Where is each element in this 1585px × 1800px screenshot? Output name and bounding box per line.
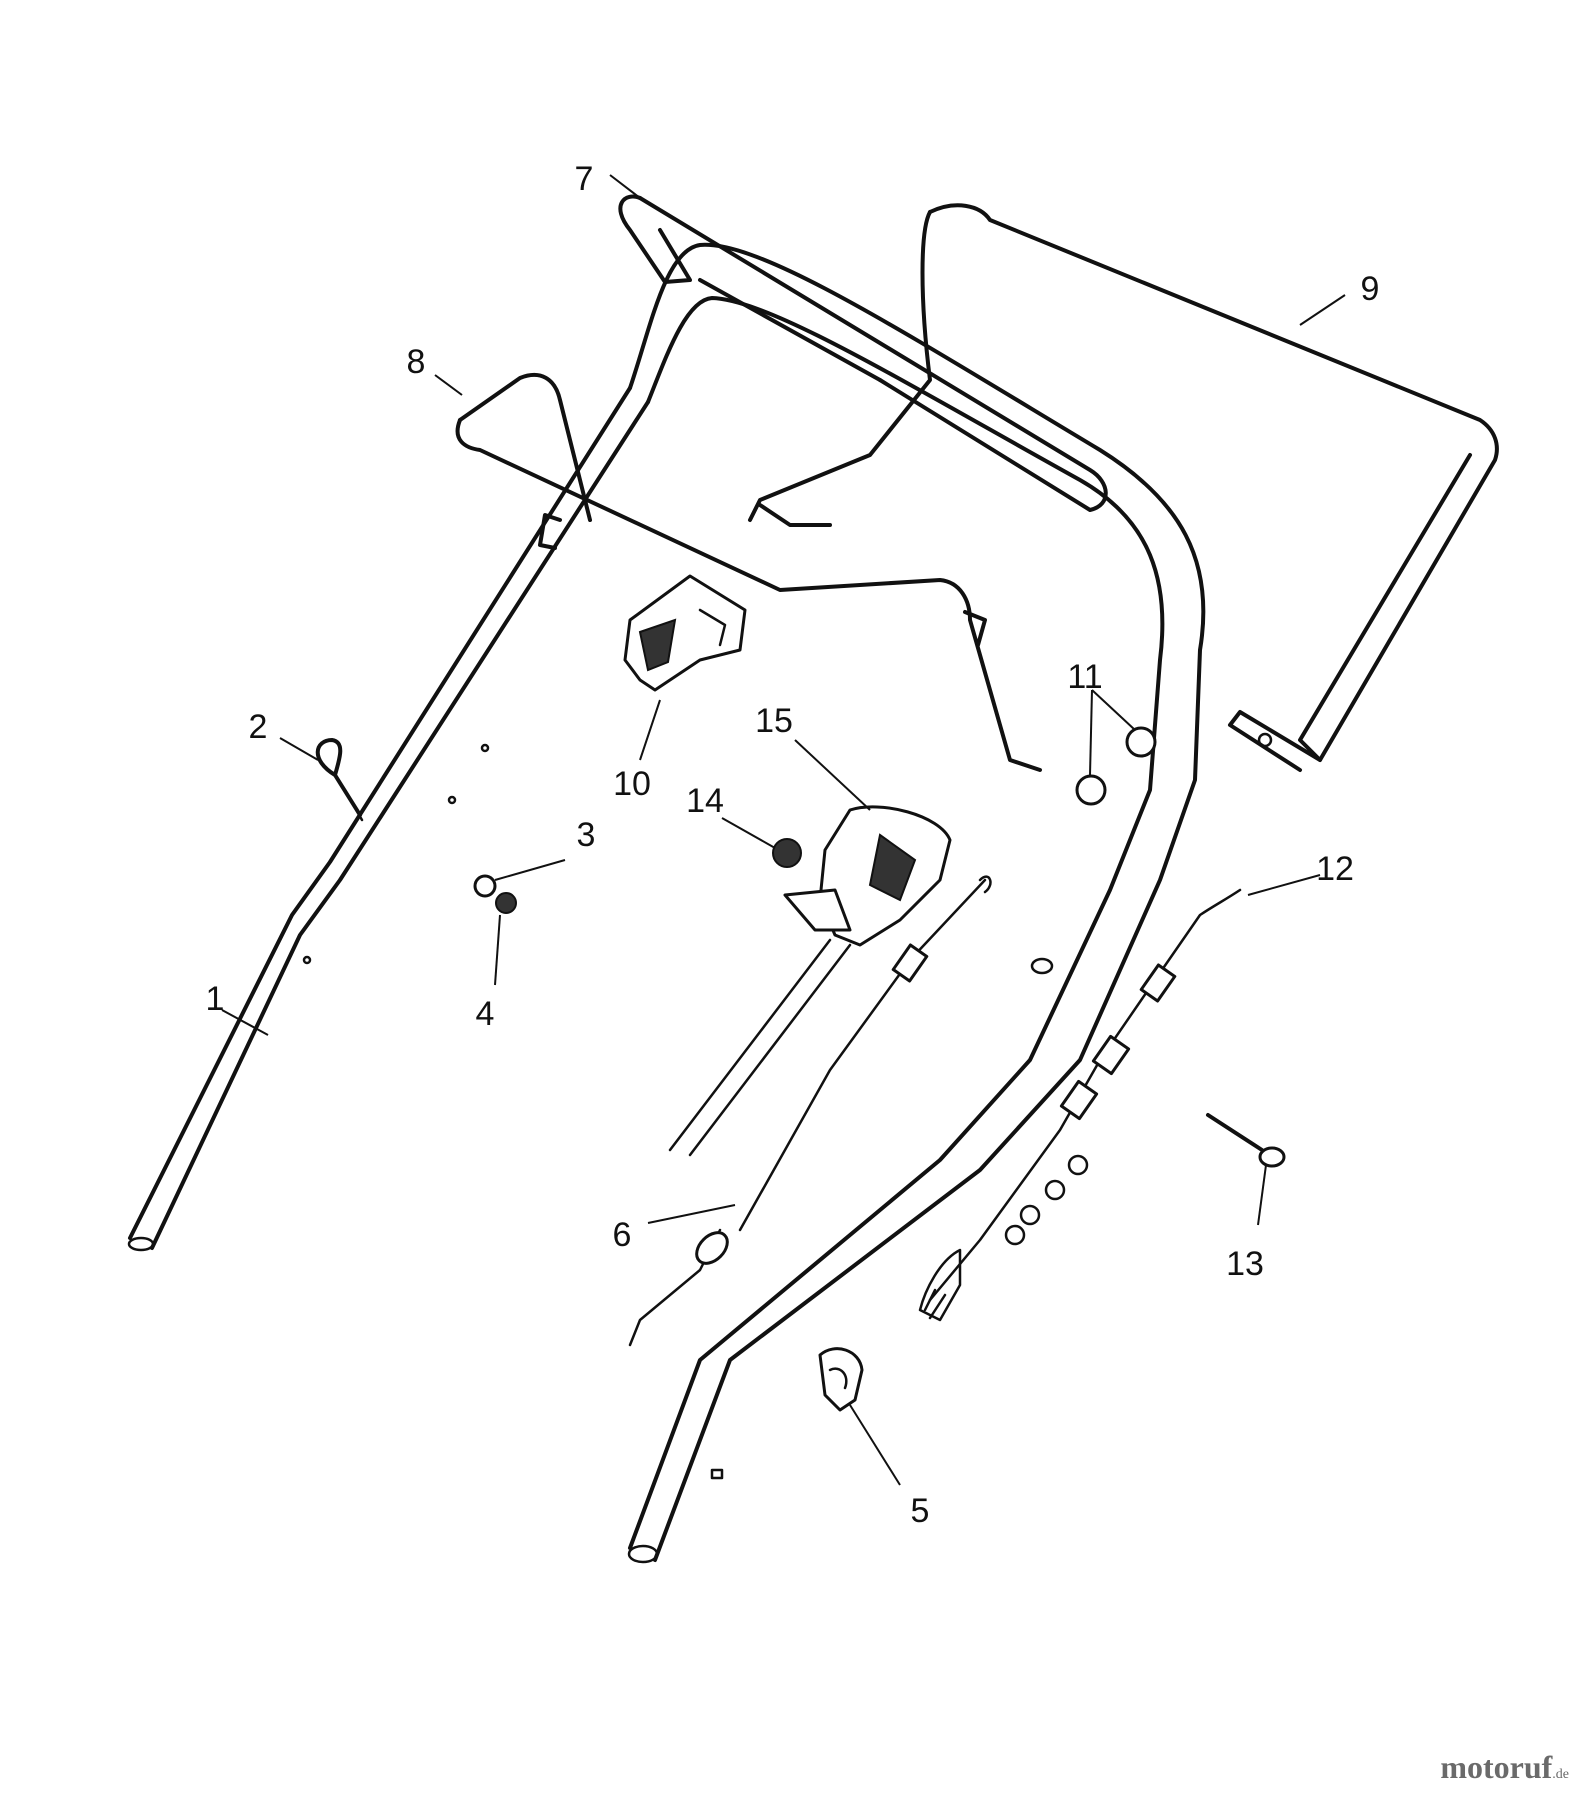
part-9-bail-bar bbox=[748, 203, 1499, 772]
part-11-spacers bbox=[1075, 726, 1157, 806]
callout-10: 10 bbox=[613, 765, 651, 803]
callout-9: 9 bbox=[1361, 270, 1380, 308]
part-4-nut bbox=[495, 892, 517, 914]
callout-12: 12 bbox=[1316, 850, 1354, 888]
callout-7: 7 bbox=[575, 160, 594, 198]
part-6-cable bbox=[628, 875, 992, 1347]
callout-2: 2 bbox=[249, 708, 268, 746]
washer-set bbox=[1004, 1154, 1089, 1246]
leader-lines bbox=[221, 174, 1346, 1486]
part-5-clip bbox=[818, 1347, 864, 1412]
callout-13: 13 bbox=[1226, 1245, 1264, 1283]
part-1-lower-handle bbox=[127, 386, 650, 1252]
part-10-cable-guide bbox=[623, 574, 747, 692]
part-2-hook-bolt bbox=[315, 738, 364, 822]
callout-5: 5 bbox=[911, 1492, 930, 1530]
callout-14: 14 bbox=[686, 782, 724, 820]
part-12-cable bbox=[918, 888, 1242, 1322]
part-15-control-lever bbox=[783, 805, 952, 947]
part-14-nut bbox=[772, 838, 802, 868]
callout-labels: 1 2 3 4 5 6 7 8 9 10 11 12 13 14 15 bbox=[206, 160, 1380, 1530]
callout-6: 6 bbox=[613, 1216, 632, 1254]
watermark-brand: motoruf bbox=[1440, 1749, 1553, 1785]
callout-4: 4 bbox=[476, 995, 495, 1033]
part-3-washer bbox=[473, 874, 497, 898]
callout-3: 3 bbox=[577, 816, 596, 854]
callout-1: 1 bbox=[206, 980, 225, 1018]
watermark: motoruf.de bbox=[1440, 1749, 1569, 1786]
callout-8: 8 bbox=[407, 343, 426, 381]
watermark-suffix: .de bbox=[1552, 1767, 1569, 1782]
part-13-bolt bbox=[1206, 1113, 1286, 1168]
callout-15: 15 bbox=[755, 702, 793, 740]
callout-11: 11 bbox=[1067, 658, 1102, 696]
part-7-upper-grip bbox=[618, 194, 1108, 512]
part-8-bail-bar bbox=[455, 372, 1042, 772]
